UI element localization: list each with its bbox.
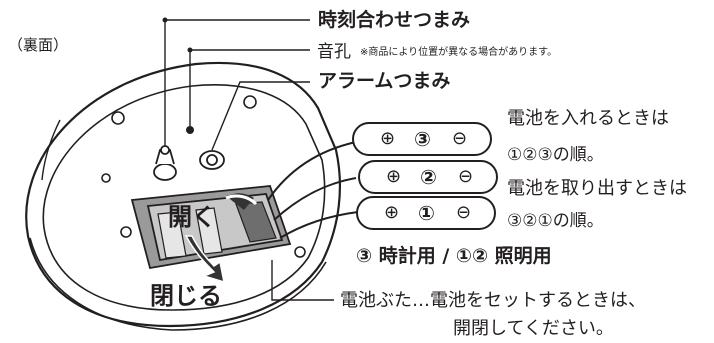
time-knob bbox=[153, 145, 177, 181]
battery-usage-label: ③ 時計用 / ①② 照明用 bbox=[356, 245, 552, 267]
sound-hole-note: ※商品により位置が異なる場合があります。 bbox=[360, 47, 558, 58]
battery-1-plus: ⊕ bbox=[384, 202, 400, 223]
battery-wires bbox=[267, 141, 359, 239]
open-label: 開く bbox=[168, 203, 216, 231]
close-arrow bbox=[184, 235, 225, 284]
open-arrow-body bbox=[225, 194, 258, 206]
battery-1-number: ① bbox=[418, 201, 435, 225]
alarm-knob bbox=[199, 150, 225, 170]
time-knob-label: 時刻合わせつまみ bbox=[318, 9, 471, 31]
battery-cover-label: 電池ぶた…電池をセットするときは、 bbox=[340, 290, 646, 311]
close-label: 閉じる bbox=[150, 282, 222, 310]
sound-hole bbox=[186, 126, 194, 134]
battery-compartment bbox=[130, 185, 292, 270]
battery-2-minus: ⊖ bbox=[458, 166, 474, 187]
battery-2-plus: ⊕ bbox=[386, 166, 402, 187]
battery-2: ⊕ ② ⊖ bbox=[358, 160, 498, 194]
battery-1-minus: ⊖ bbox=[456, 202, 472, 223]
battery-2-number: ② bbox=[420, 165, 437, 189]
screw-holes bbox=[101, 95, 306, 258]
battery-1: ⊕ ① ⊖ bbox=[356, 196, 496, 230]
remove-instruction: 電池を取り出すときは bbox=[507, 178, 687, 199]
back-side-label: （裏面） bbox=[8, 36, 69, 54]
remove-order: ③②①の順。 bbox=[507, 211, 604, 231]
battery-3-minus: ⊖ bbox=[452, 128, 468, 149]
battery-cover-note: 開閉してください。 bbox=[453, 318, 614, 339]
battery-3-number: ③ bbox=[414, 127, 431, 151]
insert-instruction: 電池を入れるときは bbox=[507, 108, 669, 129]
battery-3: ⊕ ③ ⊖ bbox=[352, 122, 492, 156]
sound-hole-label: 音孔 bbox=[317, 42, 351, 62]
battery-3-plus: ⊕ bbox=[380, 128, 396, 149]
insert-order: ①②③の順。 bbox=[507, 145, 604, 165]
alarm-knob-label: アラームつまみ bbox=[318, 70, 451, 92]
